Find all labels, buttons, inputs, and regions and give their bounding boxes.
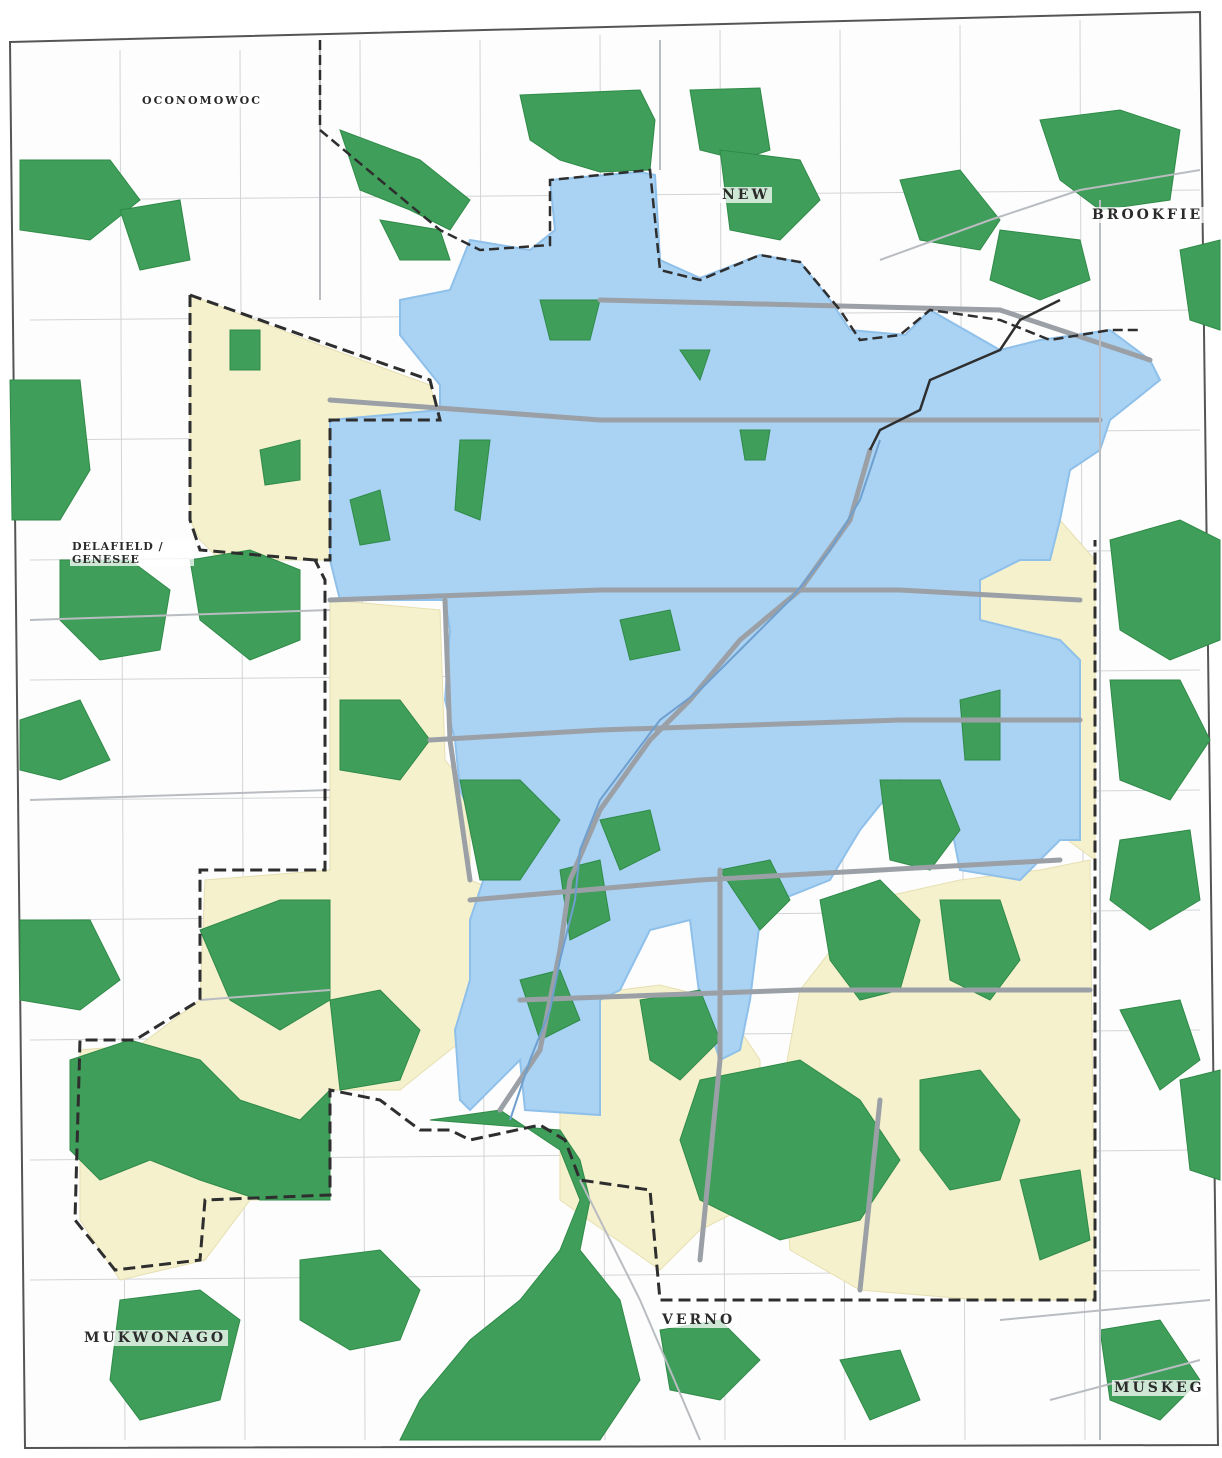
minor-roads (29, 40, 1211, 1441)
river (509, 439, 881, 1121)
municipal-line-east (868, 298, 1061, 451)
major-roads (327, 297, 1153, 1293)
sewer-district-boundary (318, 40, 1140, 342)
label-oconomowoc: OCONOMOWOC (140, 94, 265, 107)
planning-area-boundary (73, 293, 1097, 1302)
label-mukwonago: MUKWONAGO (82, 1330, 229, 1346)
label-muskego: MUSKEG (1112, 1380, 1207, 1396)
planning-area-boundary-top (188, 295, 316, 562)
label-delafield-genesee: DELAFIELD / GENESEE (70, 540, 194, 566)
label-brookfield: BROOKFIE (1090, 207, 1206, 223)
label-new-berlin: NEW (720, 187, 773, 203)
label-vernon: VERNO (660, 1312, 738, 1328)
